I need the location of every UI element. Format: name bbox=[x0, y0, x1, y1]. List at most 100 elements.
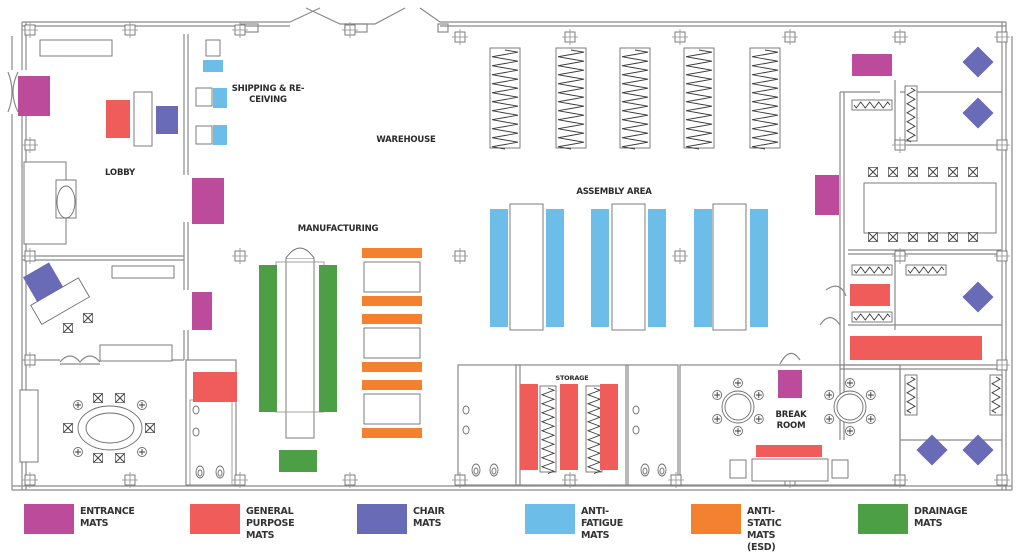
chair-icon bbox=[928, 232, 938, 242]
chair-icon bbox=[755, 416, 762, 422]
mat-general-purpose bbox=[193, 372, 237, 402]
chair-icon bbox=[115, 453, 125, 463]
shelving-icon bbox=[906, 87, 916, 143]
mat-anti-fatigue bbox=[591, 209, 609, 327]
chair-icon bbox=[888, 232, 898, 242]
chair-icon bbox=[205, 39, 221, 57]
chair-icon bbox=[63, 423, 73, 433]
desk-icon bbox=[30, 277, 90, 326]
assembly-bench-icon bbox=[712, 203, 747, 331]
sink-icon bbox=[632, 425, 640, 435]
mat-anti-fatigue bbox=[203, 60, 223, 72]
mat-chair bbox=[962, 281, 994, 313]
shelving-icon bbox=[586, 387, 602, 474]
sink-icon bbox=[462, 425, 470, 435]
shelving-icon bbox=[991, 376, 1001, 414]
restroom-wall bbox=[457, 364, 521, 486]
mat-entrance bbox=[778, 370, 802, 398]
legend-label-anti-static: ANTI-STATIC MATS (ESD) bbox=[747, 506, 782, 553]
chair-icon bbox=[968, 167, 978, 177]
chair-icon bbox=[868, 232, 878, 242]
chair-icon bbox=[867, 416, 874, 422]
workstation-icon bbox=[195, 87, 213, 107]
sofa-icon bbox=[39, 39, 113, 57]
workbench-icon bbox=[363, 327, 421, 359]
dock-door bbox=[437, 23, 449, 33]
sofa-icon bbox=[19, 389, 39, 463]
conference-table-icon bbox=[85, 412, 135, 444]
room-label-lobby: LOBBY bbox=[105, 168, 136, 178]
shelving-icon bbox=[906, 376, 916, 414]
furniture bbox=[19, 22, 1010, 488]
legend-swatch-chair bbox=[357, 504, 407, 534]
chair-icon bbox=[968, 232, 978, 242]
chair-icon bbox=[75, 402, 81, 408]
chair-icon bbox=[888, 167, 898, 177]
chair-icon bbox=[908, 232, 918, 242]
mat-anti-static bbox=[362, 248, 422, 258]
restroom-wall bbox=[625, 364, 679, 486]
room-label-line: LOBBY bbox=[105, 168, 136, 178]
mat-drainage bbox=[279, 450, 317, 472]
walls bbox=[7, 7, 1013, 491]
chair-icon bbox=[928, 167, 938, 177]
mat-general-purpose bbox=[560, 384, 578, 470]
assembly-bench-icon bbox=[611, 203, 646, 331]
sofa-icon bbox=[99, 344, 173, 362]
shelving-icon bbox=[907, 266, 945, 274]
room-label-warehouse: WAREHOUSE bbox=[376, 135, 436, 145]
chair-icon bbox=[139, 402, 145, 408]
legend-label-entrance: ENTRANCE MATS bbox=[80, 506, 135, 529]
chair-icon bbox=[83, 313, 93, 323]
coffee-table-icon bbox=[56, 185, 76, 219]
shelving-icon bbox=[685, 49, 713, 150]
reception-desk-icon bbox=[133, 91, 153, 147]
mat-entrance bbox=[18, 76, 50, 116]
room-label-line: ROOM bbox=[777, 421, 806, 431]
toilet-icon bbox=[197, 469, 203, 477]
chair-icon bbox=[139, 449, 145, 455]
workbench-icon bbox=[363, 261, 421, 293]
mat-entrance bbox=[192, 292, 212, 330]
room-label-line: BREAK bbox=[776, 410, 808, 420]
legend-swatch-general-purpose bbox=[190, 504, 240, 534]
toilet-icon bbox=[659, 467, 665, 475]
round-table-icon bbox=[724, 393, 752, 421]
room-label-manufacturing: MANUFACTURING bbox=[298, 224, 379, 234]
legend-label-drainage: DRAINAGE MATS bbox=[914, 506, 968, 529]
mat-anti-static bbox=[362, 362, 422, 372]
mat-anti-static bbox=[362, 314, 422, 324]
chair-icon bbox=[145, 423, 155, 433]
chair-icon bbox=[735, 380, 741, 386]
shelving-icon bbox=[621, 49, 649, 150]
legend-label-general-purpose: GENERAL PURPOSE MATS bbox=[246, 506, 295, 541]
door-swing bbox=[779, 285, 847, 365]
appliance-icon bbox=[831, 459, 849, 479]
mat-entrance bbox=[192, 178, 224, 224]
mat-chair bbox=[23, 262, 63, 302]
mat-entrance bbox=[815, 175, 839, 215]
chair-icon bbox=[735, 428, 741, 434]
mat-anti-fatigue bbox=[213, 88, 227, 108]
chair-icon bbox=[867, 392, 874, 398]
toilet-icon bbox=[473, 467, 479, 475]
appliance-icon bbox=[729, 459, 747, 479]
shelving-icon bbox=[557, 49, 585, 150]
legend-label-anti-fatigue: ANTI-FATIGUE MATS bbox=[581, 506, 623, 541]
round-table-icon bbox=[836, 393, 864, 421]
room-label-storage: STORAGE bbox=[555, 374, 588, 382]
mat-general-purpose bbox=[850, 284, 890, 306]
assembly-bench-icon bbox=[509, 203, 544, 331]
chair-icon bbox=[75, 449, 81, 455]
mat-chair bbox=[962, 46, 994, 78]
mat-general-purpose bbox=[520, 384, 538, 470]
chair-icon bbox=[847, 380, 853, 386]
toilet-icon bbox=[217, 469, 223, 477]
room-label-line: ASSEMBLY AREA bbox=[576, 187, 652, 197]
legend-swatch-anti-static bbox=[691, 504, 741, 534]
sink-icon bbox=[192, 427, 200, 437]
workstation-icon bbox=[195, 125, 213, 145]
dock-door bbox=[289, 7, 441, 25]
chair-icon bbox=[755, 392, 762, 398]
mat-chair bbox=[962, 97, 994, 129]
